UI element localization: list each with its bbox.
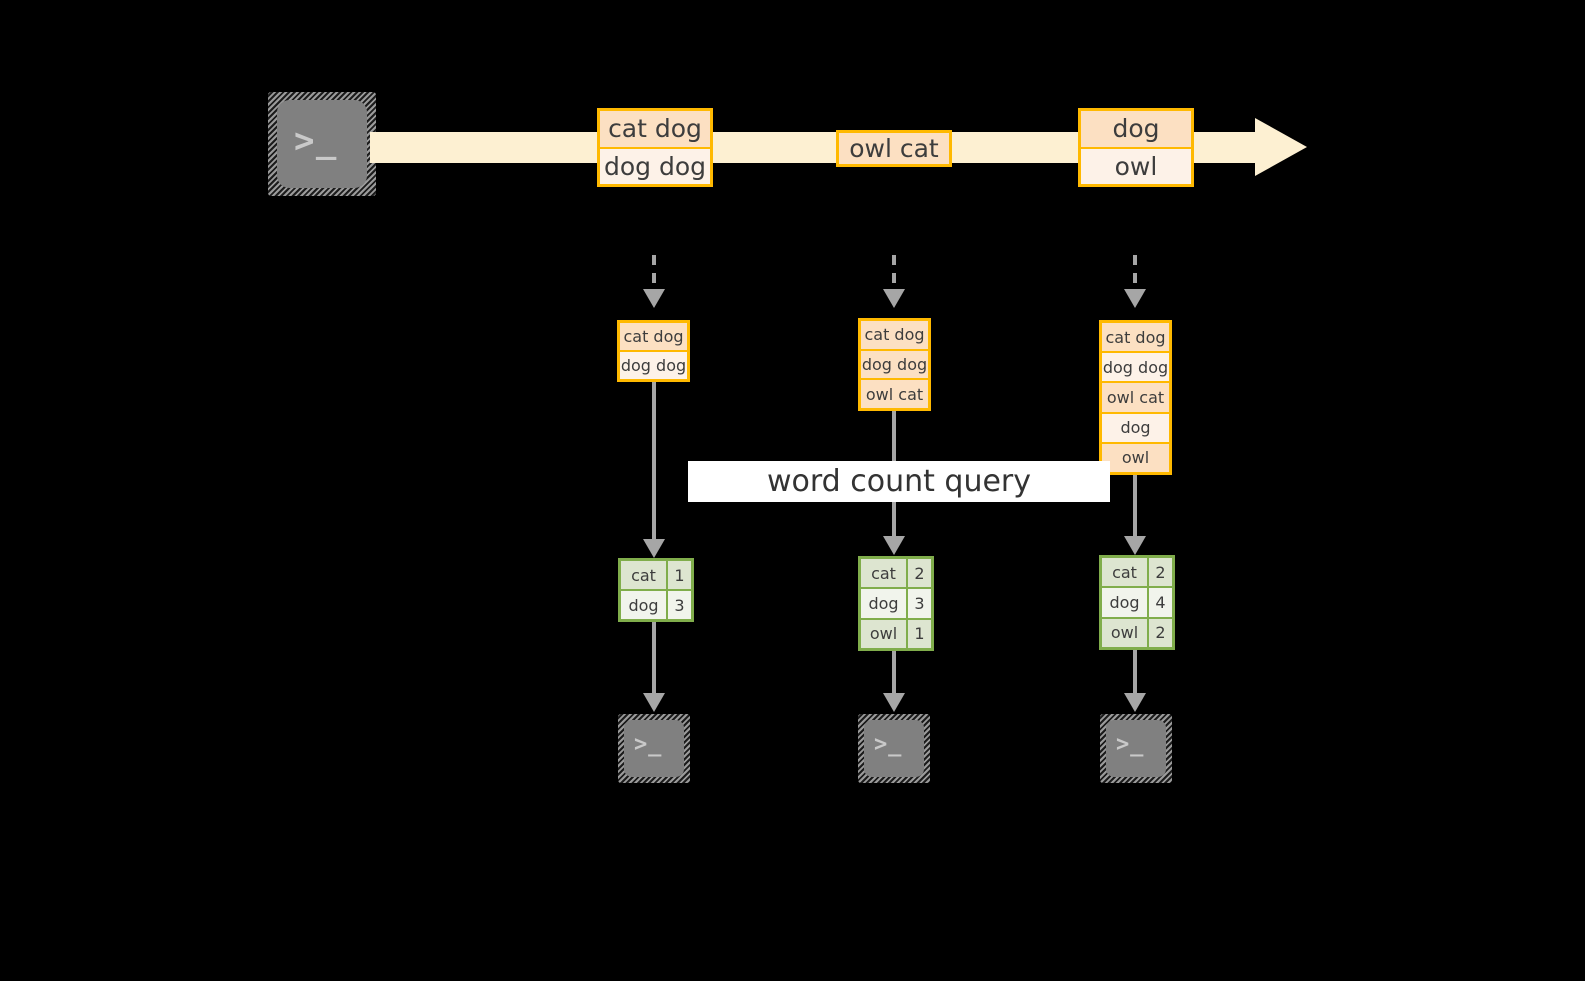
terminal-face [624,720,684,777]
accumulated-table-3[interactable]: cat dog dog dog owl cat dog owl [1099,320,1172,475]
result-count: 4 [1147,588,1172,617]
table-row: dog dog [1102,351,1169,382]
sink-terminal-icon-3: >_ [1100,714,1172,783]
result-count: 2 [1147,558,1172,587]
table-row: cat 2 [1102,558,1172,587]
result-table-3[interactable]: cat 2 dog 4 owl 2 [1099,555,1175,650]
table-row: dog 3 [621,589,691,619]
table-row: owl cat [1102,381,1169,412]
table-row: owl 1 [861,617,931,648]
result-count: 1 [906,619,931,648]
result-word: cat [621,561,666,589]
table-row: dog 3 [861,587,931,618]
result-to-sink-arrowhead-1 [643,693,665,712]
stream-to-table-arrowhead-1 [643,289,665,308]
stream-record-batch-2[interactable]: owl cat [836,130,952,167]
result-word: cat [1102,558,1147,587]
table-row: cat dog [620,323,687,350]
terminal-face [277,100,367,188]
table-row: owl cat [861,378,928,408]
word-count-query-band: word count query [688,461,1110,502]
result-word: cat [861,559,906,588]
band-label: word count query [766,464,1032,499]
result-count: 3 [906,589,931,618]
result-count: 2 [1147,618,1172,647]
stream-record-batch-1[interactable]: cat dog dog dog [597,108,713,187]
result-to-sink-arrowhead-3 [1124,693,1146,712]
stream-record-batch-3[interactable]: dog owl [1078,108,1194,187]
table-to-result-arrowhead-1 [643,539,665,558]
record-line: cat dog [600,111,710,147]
result-to-sink-connector-2 [892,651,896,694]
stream-to-table-connector-1 [652,255,656,291]
table-row: cat dog [861,321,928,349]
table-row: owl [1102,441,1169,472]
table-to-result-connector-3 [1133,475,1137,537]
result-to-sink-connector-3 [1133,650,1137,694]
stream-to-table-arrowhead-2 [883,289,905,308]
terminal-face [864,720,924,777]
result-table-1[interactable]: cat 1 dog 3 [618,558,694,622]
result-word: owl [861,619,906,648]
table-row: cat 2 [861,559,931,588]
result-table-2[interactable]: cat 2 dog 3 owl 1 [858,556,934,651]
sink-terminal-icon-2: >_ [858,714,930,783]
result-to-sink-connector-1 [652,622,656,694]
record-line: owl [1081,146,1191,184]
result-word: dog [861,589,906,618]
terminal-face [1106,720,1166,777]
terminal-prompt-glyph: >_ [874,732,903,757]
accumulated-table-2[interactable]: cat dog dog dog owl cat [858,318,931,411]
stream-to-table-connector-2 [892,255,896,291]
table-row: cat 1 [621,561,691,589]
table-row: owl 2 [1102,616,1172,647]
table-row: dog 4 [1102,586,1172,617]
result-count: 2 [906,559,931,588]
record-line: dog [1081,111,1191,147]
stream-to-table-arrowhead-3 [1124,289,1146,308]
table-row: dog [1102,411,1169,442]
terminal-prompt-glyph: >_ [634,732,663,757]
table-to-result-arrowhead-3 [1124,536,1146,555]
result-count: 3 [666,591,691,619]
table-row: cat dog [1102,323,1169,352]
terminal-prompt-glyph: >_ [294,121,338,161]
result-word: owl [1102,618,1147,647]
terminal-prompt-glyph: >_ [1116,732,1145,757]
table-row: dog dog [620,350,687,379]
result-to-sink-arrowhead-2 [883,693,905,712]
result-count: 1 [666,561,691,589]
stream-source-terminal-icon: >_ [268,92,376,196]
result-word: dog [621,591,666,619]
result-word: dog [1102,588,1147,617]
table-to-result-connector-1 [652,382,656,540]
stream-to-table-connector-3 [1133,255,1137,291]
accumulated-table-1[interactable]: cat dog dog dog [617,320,690,382]
sink-terminal-icon-1: >_ [618,714,690,783]
record-line: owl cat [839,133,949,164]
table-to-result-arrowhead-2 [883,536,905,555]
record-line: dog dog [600,146,710,184]
table-row: dog dog [861,348,928,379]
stream-arrow-head [1255,118,1307,176]
